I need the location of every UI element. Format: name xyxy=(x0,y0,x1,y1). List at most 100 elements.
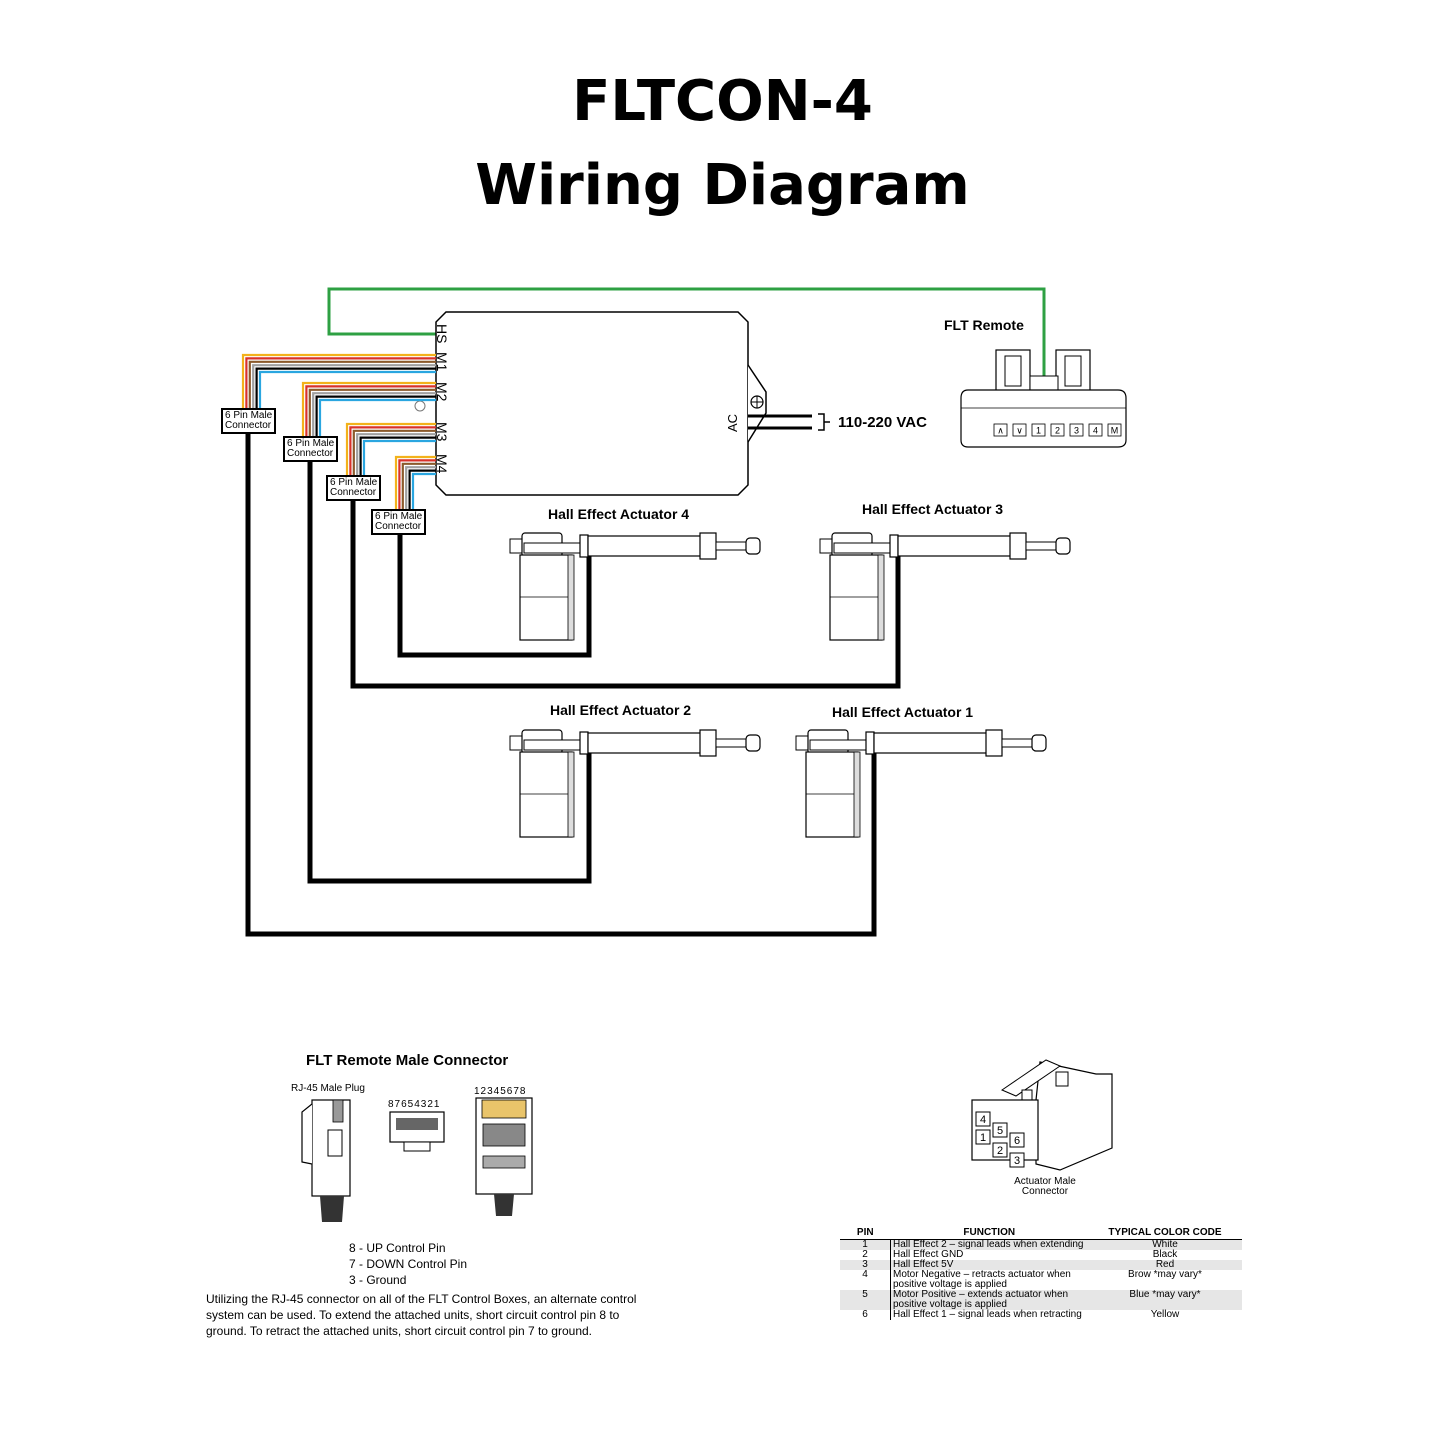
actuator-1-label: Hall Effect Actuator 1 xyxy=(832,704,974,720)
bundle-m4-wire xyxy=(408,469,436,511)
remote-button-label: ∧ xyxy=(997,426,1004,436)
hs-wire xyxy=(327,287,1046,376)
rj45-plug-label: RJ-45 Male Plug xyxy=(291,1083,365,1094)
bundle-m2-wire xyxy=(315,395,436,438)
connector-pin-cell xyxy=(975,1129,991,1145)
actuator-connector-pins: 456 123 xyxy=(975,1111,1025,1168)
remote-button-label: 2 xyxy=(1055,426,1060,436)
connector-pin-cell xyxy=(1009,1152,1025,1168)
pin-numbers: 12345678 xyxy=(474,1086,527,1097)
port-label-m2: M2 xyxy=(434,382,450,402)
bundle-m3-wire xyxy=(356,433,436,477)
bundle-m4-wire xyxy=(398,459,436,511)
rj45-front-view-icon xyxy=(389,1111,445,1152)
rj45-description: Utilizing the RJ-45 connector on all of … xyxy=(206,1292,637,1338)
pin-list-item: 8 - UP Control Pin xyxy=(349,1241,446,1255)
bundle-m3-wire xyxy=(359,436,436,477)
port-label-m4: M4 xyxy=(434,454,450,474)
connector-pin-cell xyxy=(1009,1132,1025,1148)
bundle-m2-wire xyxy=(308,388,436,438)
control-box xyxy=(435,311,749,496)
actuator-1 xyxy=(795,729,1047,838)
remote-button xyxy=(1050,423,1065,437)
port-label-hs: HS xyxy=(434,324,450,343)
bundle-m4-wire xyxy=(411,472,436,511)
bundle-m2-wire xyxy=(301,381,436,438)
bundle-m4-wire xyxy=(394,455,436,511)
pin-numbers-reversed: 87654321 xyxy=(388,1099,441,1110)
cable-m3-actuator3 xyxy=(350,500,901,689)
rj45-pin-list: 8 - UP Control Pin 7 - DOWN Control Pin … xyxy=(349,1240,467,1288)
bundle-m1-wire xyxy=(248,360,436,410)
bundle-m3-wire xyxy=(349,426,436,477)
actuator-4-label: Hall Effect Actuator 4 xyxy=(548,506,690,522)
remote-button xyxy=(1088,423,1103,437)
actuator-3 xyxy=(819,532,1071,641)
page-subtitle: Wiring Diagram xyxy=(475,153,970,218)
table-header-pin: PIN xyxy=(840,1226,891,1240)
connector-pin-cell xyxy=(975,1111,991,1127)
remote-button xyxy=(993,423,1008,437)
actuator-connector-label: Actuator Male Connector xyxy=(1014,1176,1076,1197)
remote-button xyxy=(1069,423,1084,437)
bundle-m2-wire xyxy=(318,398,436,438)
table-header-color: TYPICAL COLOR CODE xyxy=(1088,1226,1242,1240)
remote-button xyxy=(1031,423,1046,437)
remote-button-label: 4 xyxy=(1093,426,1098,436)
bundle-m4-wire xyxy=(401,462,436,511)
bundle-m3-wire xyxy=(352,429,436,477)
page-title: FLTCON-4 xyxy=(572,69,873,134)
pin-list-item: 7 - DOWN Control Pin xyxy=(349,1257,468,1271)
remote-button-label: M xyxy=(1111,426,1119,436)
bundle-m3-wire xyxy=(345,422,436,477)
pin-list-item: 3 - Ground xyxy=(349,1273,407,1287)
connector-pin-cell xyxy=(992,1142,1008,1158)
remote-button xyxy=(1012,423,1027,437)
table-header-function: FUNCTION xyxy=(890,1226,1088,1240)
connector-pin-number: 5 xyxy=(997,1125,1003,1137)
remote-button-label: ∨ xyxy=(1016,426,1023,436)
port-label-m3: M3 xyxy=(434,422,450,442)
power-label: 110-220 VAC xyxy=(838,414,927,431)
bundle-m2-wire xyxy=(305,385,436,438)
actuator-4 xyxy=(509,532,761,641)
bundle-m4-wire xyxy=(405,466,436,511)
connector-pin-number: 6 xyxy=(1014,1135,1020,1147)
bundle-m1-wire xyxy=(258,370,436,410)
rj45-top-view-icon xyxy=(475,1097,533,1216)
bundle-m3-wire xyxy=(362,439,436,477)
connector-pin-number: 4 xyxy=(980,1114,986,1126)
connector-pin-number: 3 xyxy=(1014,1155,1020,1167)
bundle-m1-wire xyxy=(255,367,436,410)
bundle-m1-wire xyxy=(252,364,436,410)
bundle-m2-wire xyxy=(312,392,436,438)
connector-pin-number: 2 xyxy=(997,1145,1003,1157)
actuator-2 xyxy=(509,729,761,838)
connector-pin-number: 1 xyxy=(980,1132,986,1144)
remote-connector-title: FLT Remote Male Connector xyxy=(306,1052,509,1069)
cable-m4-actuator4 xyxy=(397,535,592,658)
remote-label: FLT Remote xyxy=(944,317,1024,333)
ac-label: AC xyxy=(725,414,740,432)
connector-pin-cell xyxy=(992,1122,1008,1138)
rj45-side-view-icon xyxy=(301,1099,351,1222)
cable-m1-actuator1 xyxy=(245,433,877,937)
motor-wire-bundles xyxy=(241,353,436,511)
port-label-m1: M1 xyxy=(434,352,450,372)
cable-m2-actuator2 xyxy=(307,461,592,884)
ac-bracket xyxy=(818,413,830,431)
remote-button-label: 1 xyxy=(1036,426,1041,436)
